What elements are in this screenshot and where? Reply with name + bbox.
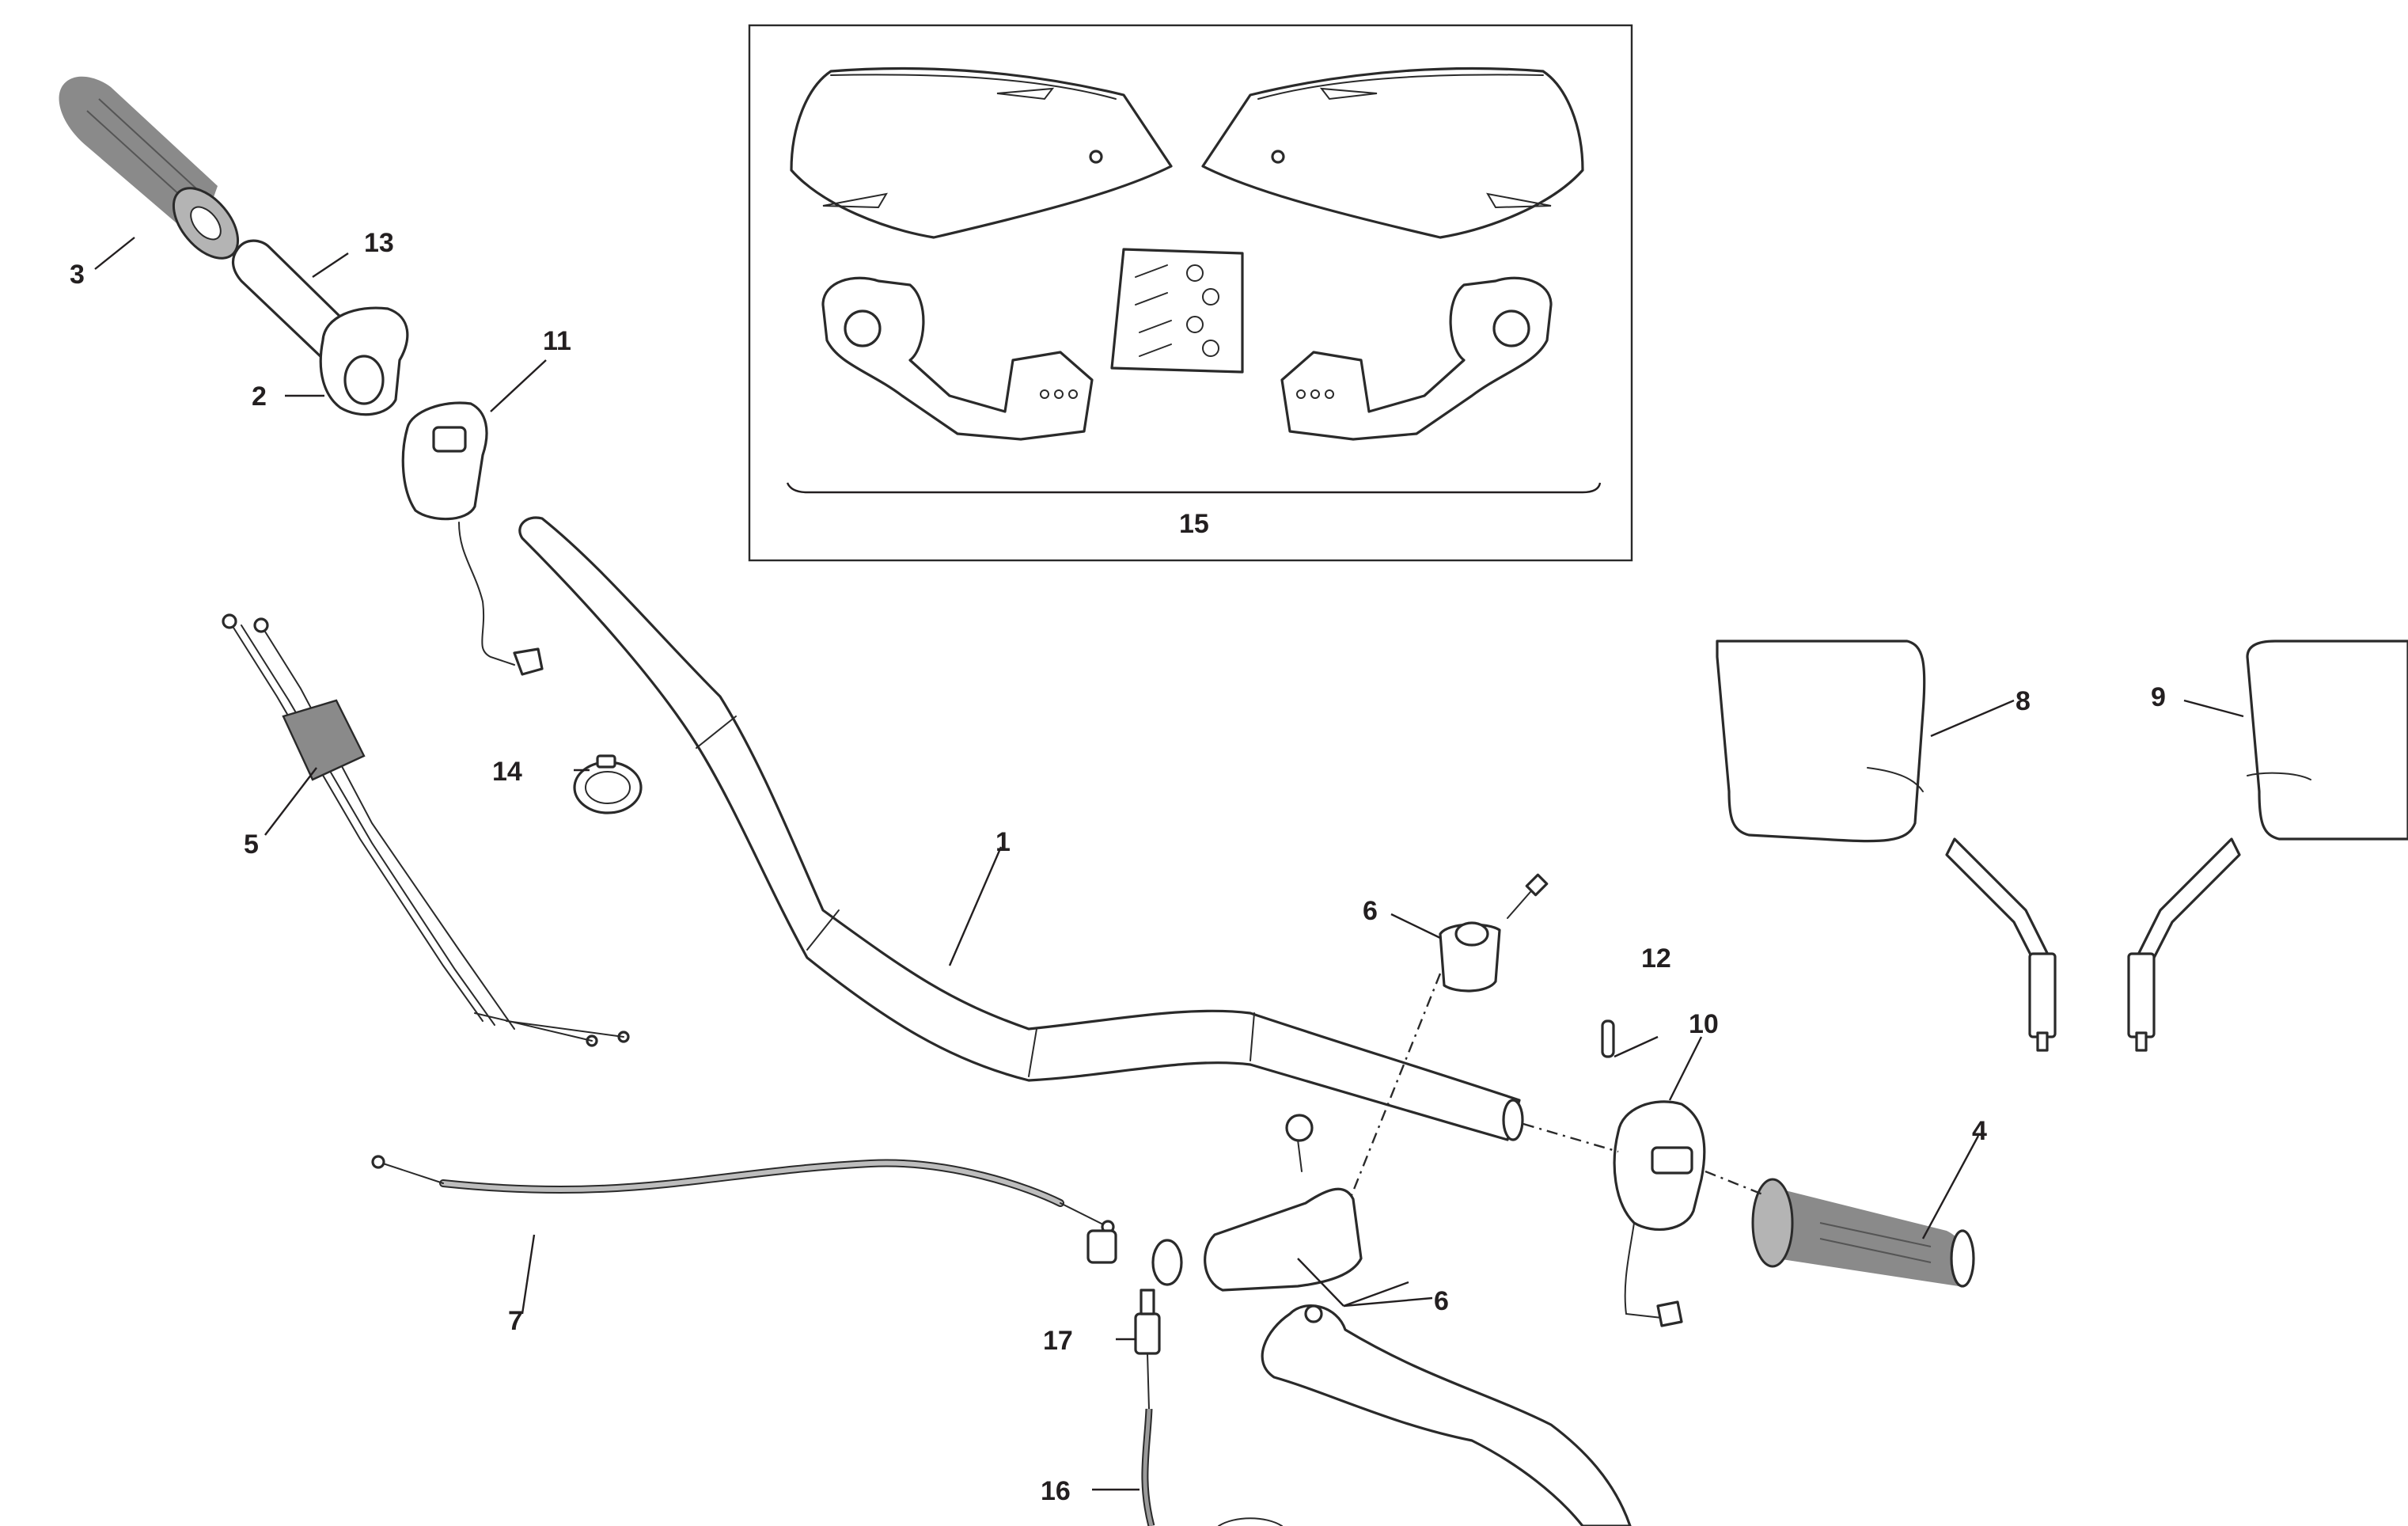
- callout-8: 8: [2016, 686, 2031, 716]
- callout-17: 17: [1043, 1326, 1073, 1356]
- callout-3: 3: [70, 260, 85, 290]
- callout-10: 10: [1689, 1009, 1719, 1039]
- callout-15: 15: [1179, 509, 1209, 539]
- callout-7: 7: [508, 1306, 523, 1336]
- assembly-line: [1523, 1122, 1765, 1197]
- clutch-lever: [1204, 1114, 1632, 1526]
- right-switch: [1613, 1100, 1706, 1327]
- throttle-housing: [319, 306, 409, 416]
- right-grip: [1751, 1178, 1975, 1288]
- stop-switch: [1134, 1289, 1161, 1410]
- callout-9: 9: [2151, 682, 2166, 712]
- callout-6b: 6: [1434, 1286, 1449, 1316]
- callout-14: 14: [492, 757, 522, 787]
- callout-6a: 6: [1363, 896, 1378, 926]
- left-switch: [401, 401, 544, 676]
- clutch-cable: [371, 1155, 1183, 1286]
- callout-labels: 1 2 3 4 5 6 6 7 8 9 10 11 12 13 14 15 16…: [70, 228, 2166, 1506]
- pin: [1601, 1019, 1615, 1058]
- callout-2: 2: [252, 382, 267, 412]
- left-grip: [59, 76, 240, 260]
- callout-5: 5: [244, 829, 259, 860]
- callout-4: 4: [1972, 1116, 1987, 1146]
- left-mirror: [1716, 640, 2057, 1052]
- hand-guard-kit-box: [748, 24, 1633, 562]
- callout-12: 12: [1641, 943, 1671, 974]
- callout-13: 13: [364, 228, 394, 258]
- throttle-cables: [222, 613, 630, 1047]
- callout-1: 1: [995, 827, 1011, 857]
- right-mirror: [2127, 640, 2408, 1052]
- switch-wiring: [1141, 1408, 1283, 1526]
- leader-lines: [94, 237, 2244, 1491]
- handlebar: [518, 516, 1524, 1141]
- callout-16: 16: [1041, 1476, 1071, 1506]
- assembly-line-2: [1344, 973, 1442, 1212]
- cable-clip: [573, 754, 643, 814]
- lever-clamp-top: [1439, 873, 1549, 993]
- callout-11: 11: [543, 326, 571, 356]
